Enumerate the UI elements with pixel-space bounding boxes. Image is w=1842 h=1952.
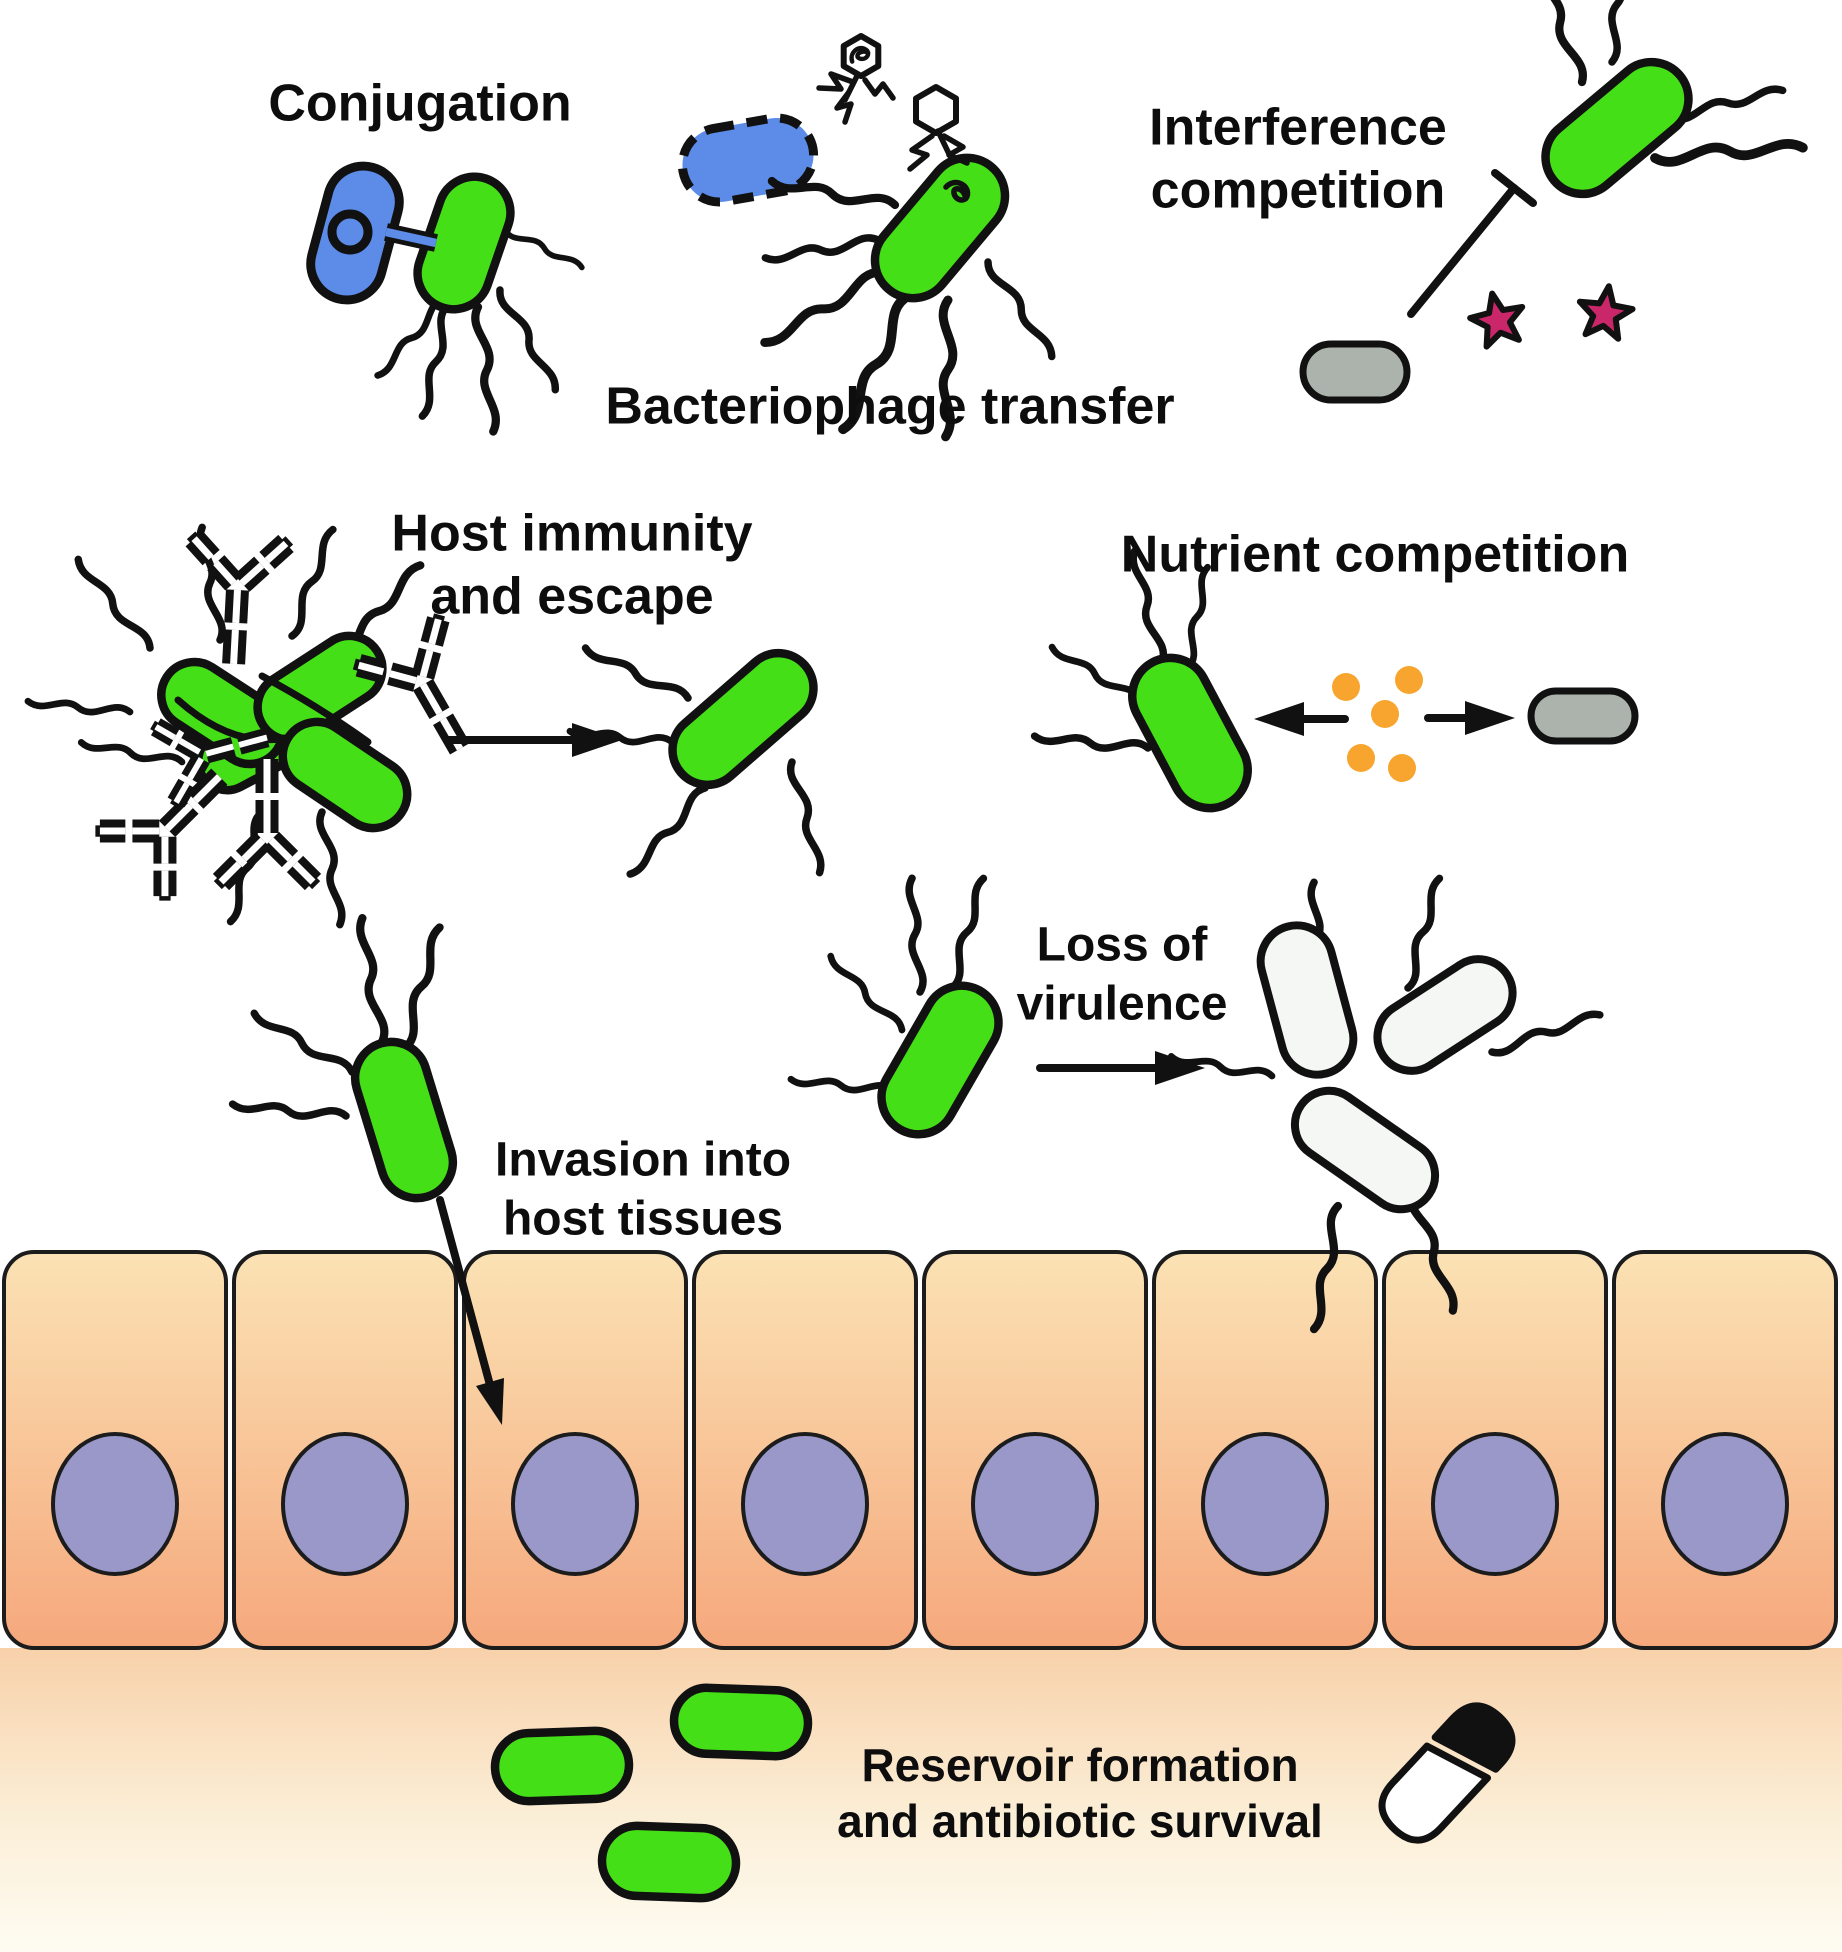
host-immunity-scene: [27, 527, 827, 925]
arrow-icon: [436, 1196, 504, 1425]
lysed-donor-bacterium-icon: [677, 113, 819, 207]
invasion-label: Invasion into host tissues: [495, 1131, 791, 1248]
nutrient-dot-icon: [1347, 744, 1375, 772]
label-line: and escape: [430, 568, 714, 626]
invading-bacterium-icon: [350, 1037, 458, 1203]
conjugation-scene: [306, 161, 584, 432]
interference-competition-label: Interference competition: [1149, 97, 1447, 224]
label-line: virulence: [1016, 977, 1228, 1030]
tissue-background: [0, 1648, 1842, 1952]
infected-bacterium-icon: [870, 153, 1010, 303]
escaped-bacterium-icon: [668, 648, 818, 790]
virulent-bacterium-icon: [877, 981, 1003, 1139]
virulent-bacterium-icon: [1128, 653, 1252, 813]
arrow-icon: [1036, 1051, 1205, 1085]
loss-of-virulence-label: Loss of virulence: [1017, 916, 1228, 1033]
bacteriophage-icon: [907, 84, 970, 172]
invasion-scene: [232, 918, 504, 1425]
antibody-icon: [184, 534, 291, 666]
label-line: Loss of: [1036, 918, 1208, 972]
bacteriophage-transfer-label: Bacteriophage transfer: [605, 377, 1175, 436]
loss-of-virulence-scene: [790, 877, 1600, 1330]
nutrient-dot-icon: [1371, 700, 1399, 728]
toxin-star-icon: [1575, 283, 1635, 341]
nutrient-competition-label: Nutrient competition: [1120, 525, 1630, 584]
epithelial-cell-icon: [232, 1250, 458, 1650]
target-bacterium-icon: [1541, 57, 1693, 199]
epithelial-cell-icon: [1152, 1250, 1378, 1650]
recipient-bacterium-icon: [413, 172, 515, 314]
epithelial-cell-layer: [2, 1250, 1838, 1650]
reservoir-bacterium-icon: [669, 1683, 813, 1761]
nutrient-competition-scene: [1034, 551, 1639, 813]
arrow-icon: [1254, 702, 1349, 736]
nutrient-dot-icon: [1388, 754, 1416, 782]
nutrient-dot-icon: [1332, 673, 1360, 701]
arrow-icon: [444, 723, 622, 757]
epithelial-cell-icon: [1382, 1250, 1608, 1650]
label-line: Invasion into: [494, 1133, 792, 1187]
conjugation-label: Conjugation: [268, 74, 572, 133]
arrow-icon: [1424, 701, 1515, 735]
donor-bacterium-icon: [306, 161, 404, 305]
avirulent-bacteria-cluster: [1256, 921, 1517, 1214]
reservoir-scene: [490, 1683, 1516, 1903]
toxin-star-icon: [1466, 288, 1529, 349]
antibiotic-capsule-icon: [1378, 1702, 1516, 1844]
inhibition-arrow-icon: [1407, 169, 1537, 318]
nutrient-dot-icon: [1395, 666, 1423, 694]
competitor-bacterium-icon: [1299, 340, 1411, 404]
reservoir-bacterium-icon: [597, 1821, 741, 1903]
epithelial-cell-icon: [692, 1250, 918, 1650]
plasmid-circle-icon: [327, 209, 373, 255]
epithelial-cell-icon: [922, 1250, 1148, 1650]
reservoir-bacterium-icon: [490, 1726, 634, 1806]
interference-competition-scene: [1299, 0, 1803, 404]
reservoir-label: Reservoir formation and antibiotic survi…: [837, 1737, 1323, 1849]
nutrient-dots: [1332, 666, 1423, 782]
competitor-bacterium-icon: [1527, 687, 1639, 745]
label-line: competition: [1150, 162, 1446, 220]
label-line: Interference: [1149, 98, 1447, 157]
pilus-icon: [384, 223, 438, 252]
bacteriophage-transfer-scene: [677, 33, 1057, 437]
bacteriophage-icon: [816, 33, 896, 125]
host-immunity-label: Host immunity and escape: [391, 503, 752, 630]
label-line: Host immunity: [391, 504, 753, 563]
epithelial-cell-icon: [1612, 1250, 1838, 1650]
epithelial-cell-icon: [2, 1250, 228, 1650]
label-line: Reservoir formation: [861, 1738, 1299, 1791]
epithelial-cell-icon: [462, 1250, 688, 1650]
label-line: host tissues: [502, 1192, 784, 1245]
label-line: and antibiotic survival: [837, 1795, 1323, 1847]
